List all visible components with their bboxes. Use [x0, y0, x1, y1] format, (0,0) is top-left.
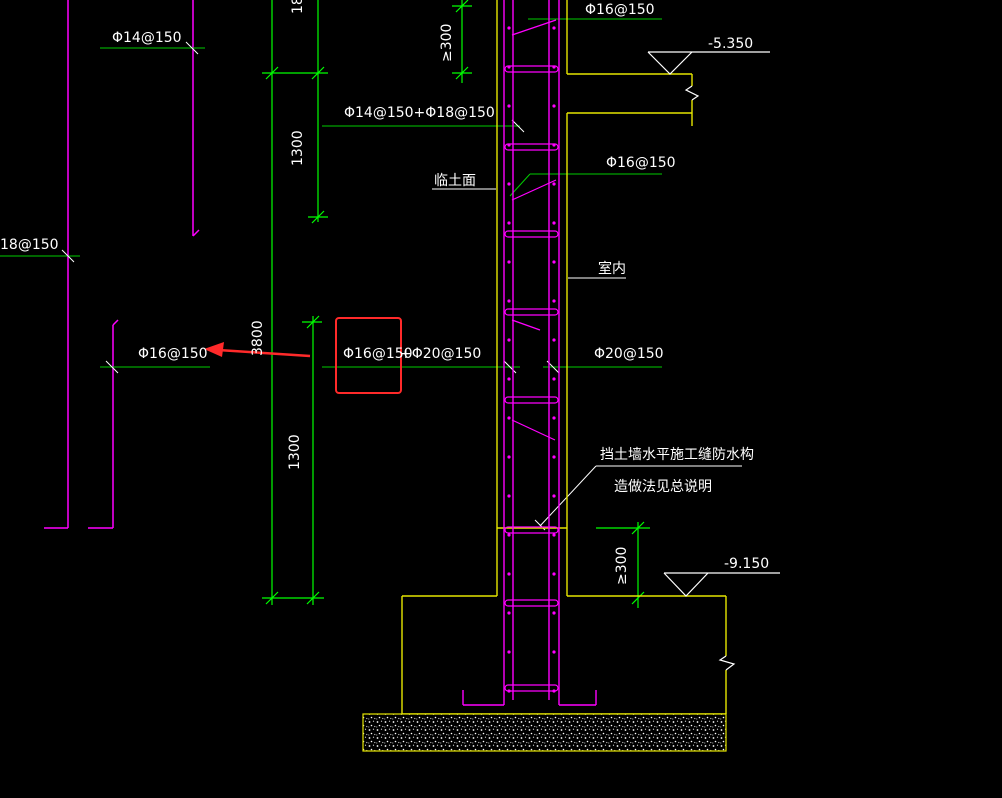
highlight-box	[335, 317, 402, 394]
stirrup	[504, 65, 559, 73]
rebar-dot	[552, 455, 556, 459]
rebar-dot	[507, 338, 511, 342]
rebar-dot	[552, 143, 556, 147]
rebar-dot	[552, 689, 556, 693]
rebar-dot	[507, 494, 511, 498]
rebar-dot	[507, 689, 511, 693]
leader-lines	[0, 18, 662, 374]
rebar-dot	[552, 611, 556, 615]
rebar-dot	[507, 221, 511, 225]
cage-tie	[511, 319, 541, 331]
elevation-bottom-label: -9.150	[724, 556, 769, 572]
rebar-dot	[507, 455, 511, 459]
stirrup	[504, 308, 559, 316]
left-rebar-lines	[44, 0, 200, 529]
note-line-1: 挡土墙水平施工缝防水构	[600, 447, 754, 463]
rebar-dot	[507, 65, 511, 69]
stirrup	[504, 599, 559, 607]
rebar-dot	[552, 26, 556, 30]
dim-1300-upper: 1300	[290, 130, 306, 166]
rebar-dot	[552, 104, 556, 108]
rebar-dot	[552, 377, 556, 381]
dim-top-partial: 18	[290, 0, 306, 14]
rebar-dot	[552, 260, 556, 264]
label-right-mid-upper: Φ16@150	[606, 155, 676, 171]
stirrup	[504, 526, 559, 534]
dim-1300-lower: 1300	[287, 434, 303, 470]
elevation-mark-top	[647, 51, 770, 75]
stirrup	[504, 684, 559, 692]
rebar-dot	[507, 260, 511, 264]
wall-rebar-cage	[462, 0, 597, 706]
elevation-mark-bottom	[663, 572, 780, 597]
cage-tie	[511, 419, 556, 441]
rebar-dot	[552, 650, 556, 654]
rebar-dot	[507, 533, 511, 537]
rebar-dot	[507, 416, 511, 420]
gravel-cushion	[362, 713, 727, 752]
label-top-main: Φ16@150	[585, 2, 655, 18]
note-line-2: 造做法见总说明	[614, 479, 712, 495]
rebar-dot	[507, 182, 511, 186]
rebar-dot	[552, 65, 556, 69]
dim-3800: 3800	[250, 320, 266, 356]
cage-dots	[507, 26, 556, 693]
stirrup	[504, 230, 559, 238]
rebar-dot	[552, 221, 556, 225]
label-left-arrow-target: Φ16@150	[138, 346, 208, 362]
rebar-dot	[552, 299, 556, 303]
stirrups	[504, 19, 559, 692]
label-combo-lower-a: Φ16@150	[343, 346, 413, 362]
label-left-mid: 18@150	[0, 237, 59, 253]
cage-tie	[511, 19, 557, 36]
rebar-dot	[507, 299, 511, 303]
label-soil-face: 临土面	[434, 173, 476, 189]
label-combo-upper: Φ14@150+Φ18@150	[344, 105, 495, 121]
cage-tie	[511, 179, 557, 201]
rebar-dot	[507, 650, 511, 654]
rebar-dot	[507, 26, 511, 30]
label-combo-lower-b: +Φ20@150	[400, 346, 481, 362]
stirrup	[504, 143, 559, 151]
label-right-mid-lower: Φ20@150	[594, 346, 664, 362]
rebar-dot	[552, 416, 556, 420]
rebar-dot	[507, 572, 511, 576]
stirrup	[504, 396, 559, 404]
rebar-dot	[552, 572, 556, 576]
dimension-lines	[262, 0, 650, 608]
label-indoor: 室内	[598, 260, 626, 277]
elevation-top-label: -5.350	[708, 36, 753, 52]
rebar-dot	[507, 143, 511, 147]
rebar-dot	[552, 533, 556, 537]
rebar-dot	[507, 377, 511, 381]
dim-ge300-top: ≥300	[439, 24, 455, 62]
rebar-dot	[507, 611, 511, 615]
rebar-dot	[552, 182, 556, 186]
rebar-dot	[552, 338, 556, 342]
rebar-dot	[552, 494, 556, 498]
red-arrow	[204, 342, 311, 358]
break-symbols	[684, 85, 736, 671]
rebar-dot	[507, 104, 511, 108]
label-left-top: Φ14@150	[112, 30, 182, 46]
dim-ge300-bottom: ≥300	[614, 547, 630, 585]
